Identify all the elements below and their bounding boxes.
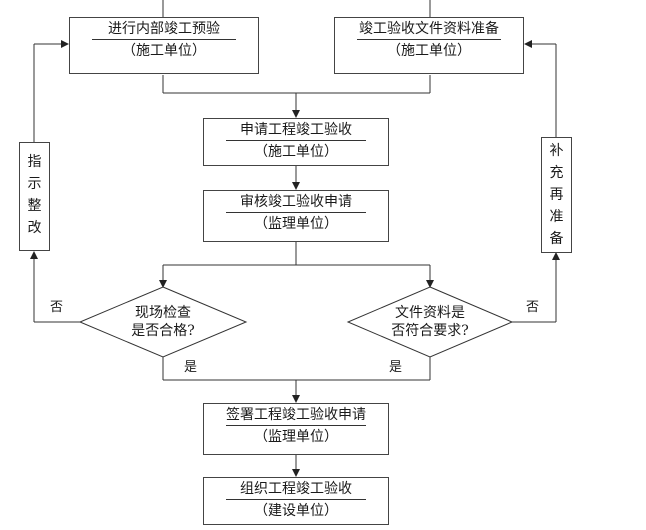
site-check-diamond: [78, 286, 248, 358]
rectify-char: 改: [27, 220, 42, 236]
site-check-line2: 是否合格?: [131, 323, 195, 339]
docs-check-line2: 否符合要求?: [391, 323, 469, 339]
docs-check-diamond: [346, 286, 514, 358]
organize-box: 组织工程竣工验收 （建设单位）: [203, 477, 389, 525]
apply-divider: [226, 140, 366, 141]
sign-title: 签署工程竣工验收申请: [226, 407, 366, 423]
rectify-char: 整: [27, 198, 42, 214]
docs-prep-divider: [357, 39, 501, 40]
organize-unit: （建设单位）: [254, 503, 338, 519]
internal-inspection-box: 进行内部竣工预验 （施工单位）: [69, 17, 259, 74]
apply-unit: （施工单位）: [254, 144, 338, 160]
review-title: 审核竣工验收申请: [240, 194, 352, 210]
apply-title: 申请工程竣工验收: [240, 122, 352, 138]
right-no-label: 否: [526, 300, 540, 315]
rectify-box: 指 示 整 改: [19, 142, 50, 251]
sign-box: 签署工程竣工验收申请 （监理单位）: [203, 403, 389, 455]
right-yes-label: 是: [389, 360, 403, 375]
sign-unit: （监理单位）: [254, 429, 338, 445]
review-unit: （监理单位）: [254, 216, 338, 232]
docs-prep-title: 竣工验收文件资料准备: [359, 21, 499, 37]
left-yes-label: 是: [184, 360, 198, 375]
supplement-char: 再: [549, 187, 564, 203]
organize-title: 组织工程竣工验收: [240, 481, 352, 497]
site-check-line1: 现场检查: [135, 305, 191, 321]
supplement-char: 补: [549, 143, 564, 159]
supplement-box: 补 充 再 准 备: [541, 137, 572, 253]
rectify-char: 指: [27, 154, 42, 170]
review-box: 审核竣工验收申请 （监理单位）: [203, 190, 389, 242]
internal-inspection-unit: （施工单位）: [122, 43, 206, 59]
docs-prep-unit: （施工单位）: [387, 43, 471, 59]
left-no-label: 否: [50, 300, 64, 315]
supplement-char: 备: [549, 231, 564, 247]
apply-box: 申请工程竣工验收 （施工单位）: [203, 118, 389, 166]
docs-check-line1: 文件资料是: [395, 305, 465, 321]
internal-inspection-divider: [92, 39, 236, 40]
internal-inspection-title: 进行内部竣工预验: [108, 21, 220, 37]
organize-divider: [226, 499, 366, 500]
supplement-char: 准: [549, 209, 564, 225]
docs-prep-box: 竣工验收文件资料准备 （施工单位）: [334, 17, 524, 74]
sign-divider: [226, 425, 366, 426]
review-divider: [226, 212, 366, 213]
supplement-char: 充: [549, 165, 564, 181]
site-check-text: 现场检查 是否合格?: [93, 304, 233, 340]
docs-check-text: 文件资料是 否符合要求?: [360, 304, 500, 340]
rectify-char: 示: [27, 176, 42, 192]
